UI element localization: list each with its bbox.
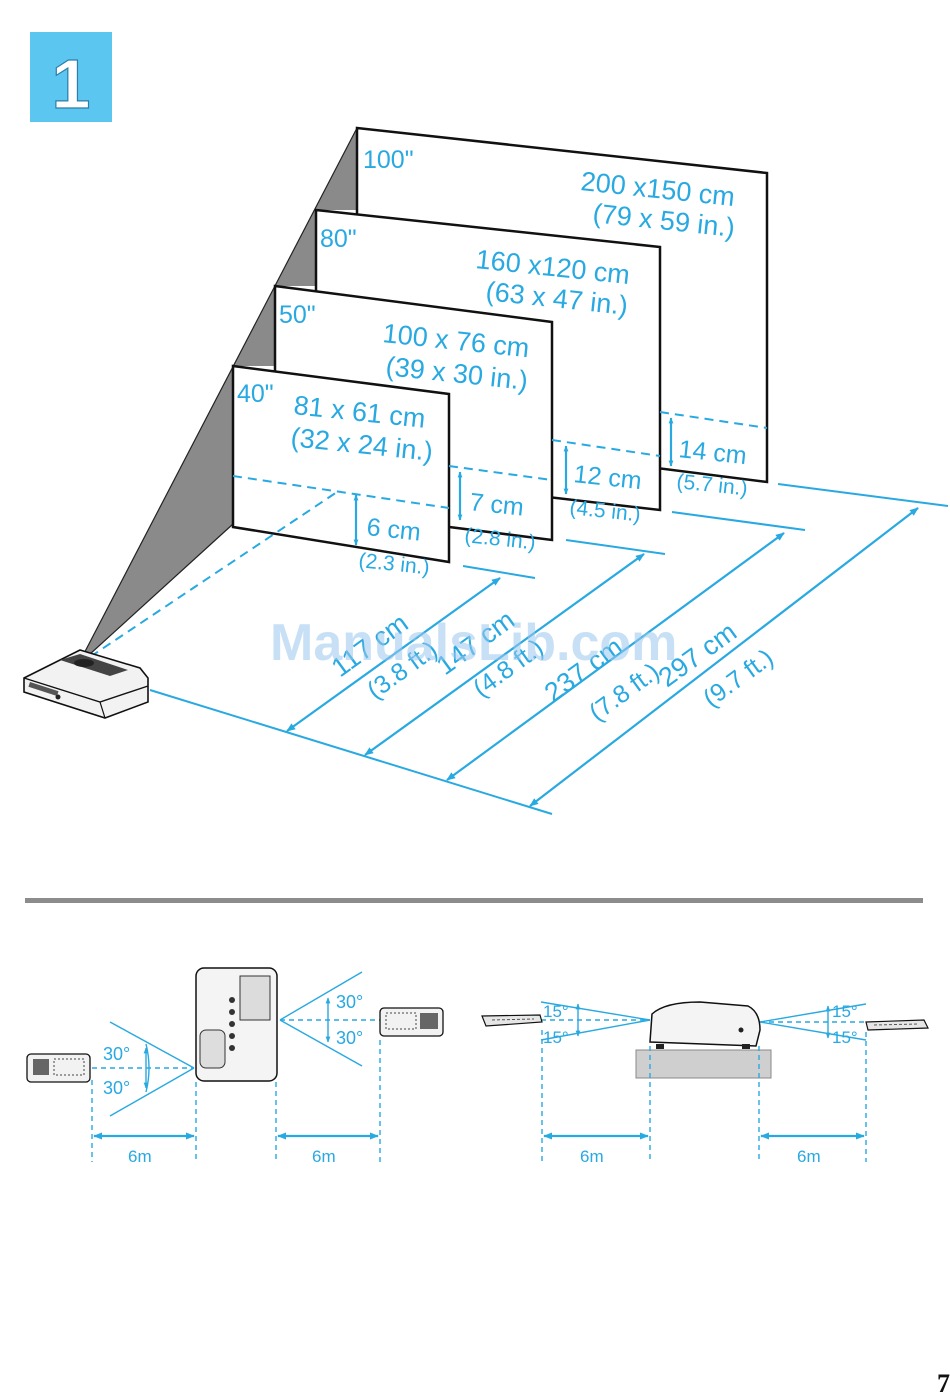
offset-arrows <box>353 417 674 546</box>
screen-40-diagonal: 40" <box>237 380 274 408</box>
side-left-range: 6m <box>580 1147 604 1166</box>
section-divider <box>25 898 923 903</box>
remote-control-left <box>26 1053 91 1083</box>
side-right-angle-upper: 15° <box>832 1002 858 1021</box>
offset-40-cm: 6 cm <box>365 513 422 547</box>
remote-range-top-view: 30° 30° 30° 30° 6m 6m <box>26 967 444 1166</box>
projector-side-view <box>649 1001 761 1047</box>
remote-control-side-left <box>481 1014 543 1027</box>
remote-control-right <box>379 1007 444 1037</box>
top-right-angle-upper: 30° <box>336 992 363 1012</box>
side-left-angle-lower: 15° <box>543 1028 569 1047</box>
page-number: 7 <box>937 1369 950 1392</box>
screen-50-diagonal: 50" <box>279 301 316 329</box>
step-number: 1 <box>52 45 91 123</box>
lens-center-lines <box>77 411 768 666</box>
table-surface <box>635 1049 772 1079</box>
side-right-range: 6m <box>797 1147 821 1166</box>
distance-arrows <box>286 507 919 807</box>
step-badge: 1 <box>30 32 112 124</box>
side-right-angle-lower: 15° <box>832 1028 858 1047</box>
projector-illustration <box>23 649 149 719</box>
remote-control-side-right <box>865 1019 929 1031</box>
top-left-angle-upper: 30° <box>103 1044 130 1064</box>
watermark: ManualsLib.com <box>270 614 677 672</box>
remote-range-side-view: 15° 15° 15° 15° 6m 6m <box>481 1001 929 1166</box>
top-left-angle-lower: 30° <box>103 1078 130 1098</box>
top-right-range: 6m <box>312 1147 336 1166</box>
screen-100-diagonal: 100" <box>363 146 414 174</box>
side-left-angle-upper: 15° <box>543 1002 569 1021</box>
top-left-range: 6m <box>128 1147 152 1166</box>
offset-50-cm: 7 cm <box>468 488 525 522</box>
screen-80-diagonal: 80" <box>320 225 357 253</box>
top-right-angle-lower: 30° <box>336 1028 363 1048</box>
